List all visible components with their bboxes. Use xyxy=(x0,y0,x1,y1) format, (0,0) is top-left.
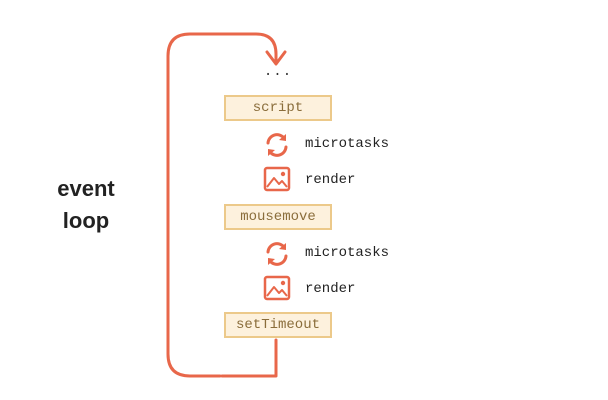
task-mousemove: mousemove xyxy=(224,204,332,230)
task-settimeout: setTimeout xyxy=(224,312,332,338)
title-event: event xyxy=(57,176,115,201)
step-label-microtasks: microtasks xyxy=(305,136,390,152)
title-loop: loop xyxy=(62,208,110,233)
ellipsis: ... xyxy=(263,64,293,80)
image-icon xyxy=(263,275,291,301)
step-label-microtasks: microtasks xyxy=(305,245,390,261)
refresh-cycle-icon xyxy=(266,242,288,266)
step-label-render: render xyxy=(305,281,356,297)
refresh-cycle-icon xyxy=(266,133,288,157)
step-label-render: render xyxy=(305,172,356,188)
image-icon xyxy=(263,166,291,192)
task-script: script xyxy=(224,95,332,121)
